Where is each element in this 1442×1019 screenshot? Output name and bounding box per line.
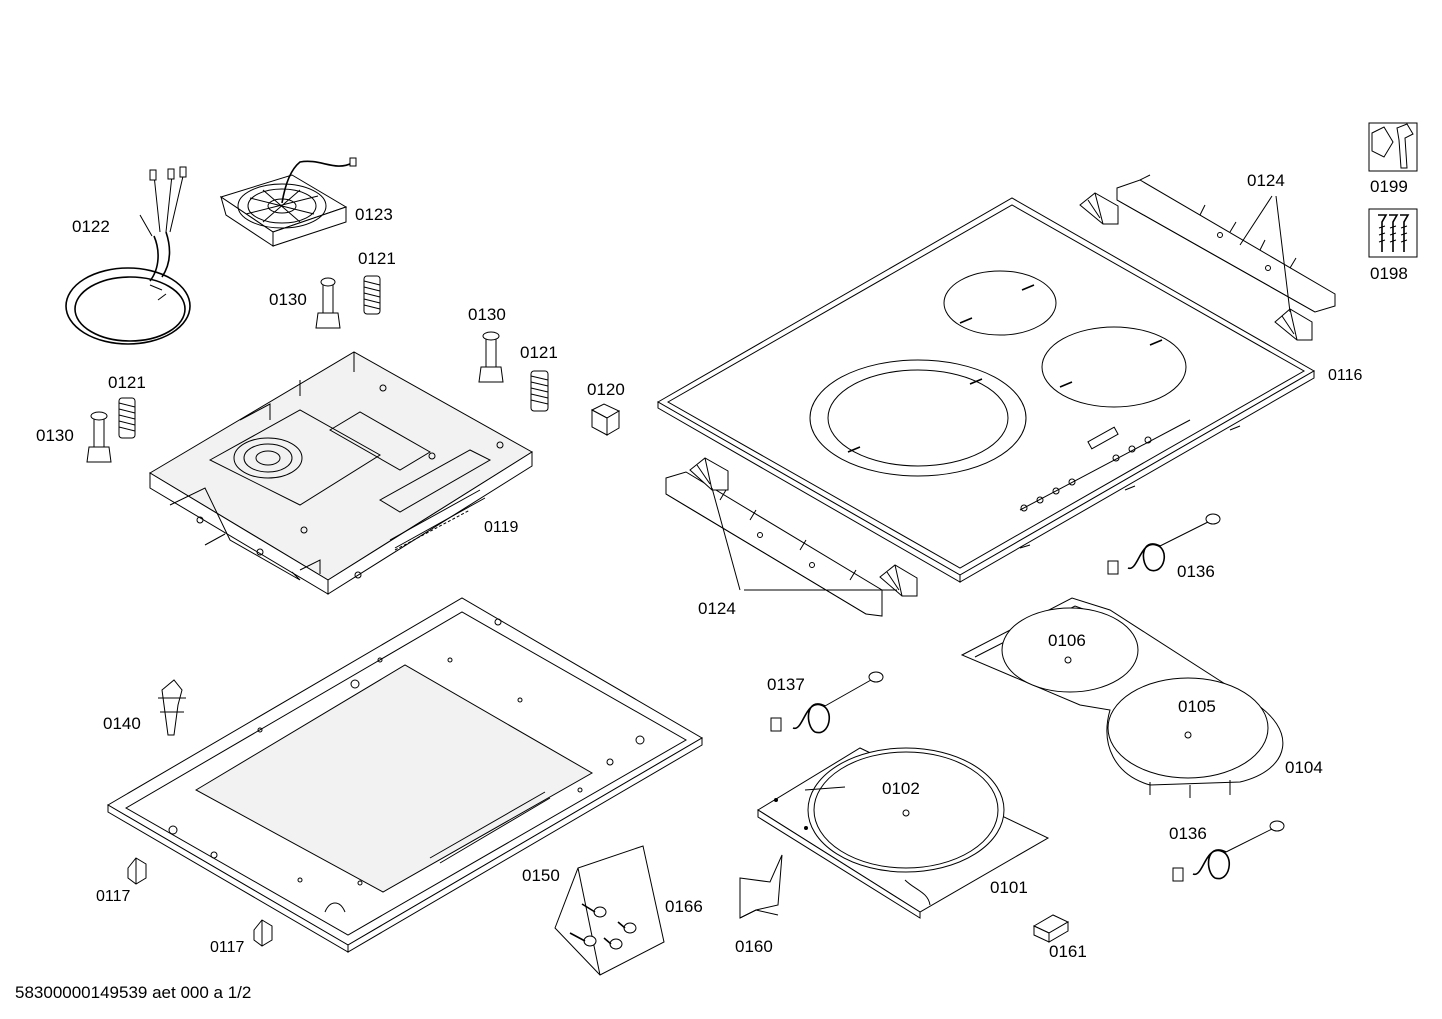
label-0117: 0117 xyxy=(96,888,131,905)
part-0106-induction-coil-small xyxy=(1001,607,1139,693)
label-0124: 0124 xyxy=(1247,171,1285,190)
part-0117-clip-a xyxy=(127,857,147,885)
label-0124: 0124 xyxy=(698,599,736,618)
part-0124-bracket-top xyxy=(1079,174,1336,341)
label-0161: 0161 xyxy=(1049,942,1087,961)
label-0120: 0120 xyxy=(587,380,625,399)
screw-icon xyxy=(569,932,597,947)
wrench-icon xyxy=(1368,122,1418,172)
label-0106: 0106 xyxy=(1048,631,1086,650)
label-0160: 0160 xyxy=(735,937,773,956)
label-0104: 0104 xyxy=(1285,758,1323,777)
part-0120-connector-block xyxy=(590,403,621,436)
label-0137: 0137 xyxy=(767,675,805,694)
label-0101: 0101 xyxy=(990,878,1028,897)
part-0119-electronics-housing xyxy=(149,351,533,595)
label-0123: 0123 xyxy=(355,205,393,224)
label-0150: 0150 xyxy=(522,866,560,885)
label-0117: 0117 xyxy=(210,939,245,956)
part-0121-spring-b xyxy=(530,370,549,412)
part-0166-screw-bag xyxy=(554,845,665,976)
label-0121: 0121 xyxy=(358,249,396,268)
label-0130: 0130 xyxy=(269,290,307,309)
label-0116: 0116 xyxy=(1328,367,1363,384)
part-0137-temperature-sensor xyxy=(770,671,884,734)
label-0119: 0119 xyxy=(484,519,519,536)
label-0130: 0130 xyxy=(468,305,506,324)
part-0136-temperature-sensor-b xyxy=(1172,820,1285,882)
part-labels: 0122 0123 0121 0130 0130 0121 0121 0130 … xyxy=(36,171,1408,961)
label-0136: 0136 xyxy=(1177,562,1215,581)
part-0117-clip-b xyxy=(253,919,273,947)
screw-icon xyxy=(581,903,607,918)
part-0102-induction-coil-base xyxy=(774,747,1005,873)
screw-icon xyxy=(603,937,623,950)
part-0130-foot-c xyxy=(86,411,112,463)
drawing-footer-code: 58300000149539 aet 000 a 1/2 xyxy=(15,983,251,1002)
part-0130-foot-a xyxy=(315,277,341,329)
label-0140: 0140 xyxy=(103,714,141,733)
label-0121: 0121 xyxy=(520,343,558,362)
label-0199: 0199 xyxy=(1370,177,1408,196)
part-0116-glass-ceramic-hob xyxy=(656,197,1316,583)
part-0130-foot-b xyxy=(478,331,504,383)
label-0130: 0130 xyxy=(36,426,74,445)
screw-icon xyxy=(617,921,637,934)
label-0102: 0102 xyxy=(882,779,920,798)
label-0121: 0121 xyxy=(108,373,146,392)
label-0166: 0166 xyxy=(665,897,703,916)
part-0160-shield-plate xyxy=(739,854,783,919)
label-0198: 0198 xyxy=(1370,264,1408,283)
part-0123-cooling-fan xyxy=(219,157,357,247)
label-0105: 0105 xyxy=(1178,697,1216,716)
part-0121-spring-c xyxy=(118,397,136,439)
part-0161-connector-block xyxy=(1032,914,1070,943)
part-0124-bracket-bottom xyxy=(665,457,918,617)
part-0150-housing-frame xyxy=(107,597,703,953)
part-0105-induction-coil-large xyxy=(1107,677,1269,798)
screws-icon xyxy=(1368,208,1418,258)
part-0122-power-cable xyxy=(65,166,191,345)
leader-lines xyxy=(711,195,1291,591)
label-0122: 0122 xyxy=(72,217,110,236)
part-0121-spring-a xyxy=(363,275,381,315)
part-0140-mounting-clip xyxy=(158,679,186,736)
label-0136: 0136 xyxy=(1169,824,1207,843)
part-0136-temperature-sensor-a xyxy=(1107,513,1221,575)
